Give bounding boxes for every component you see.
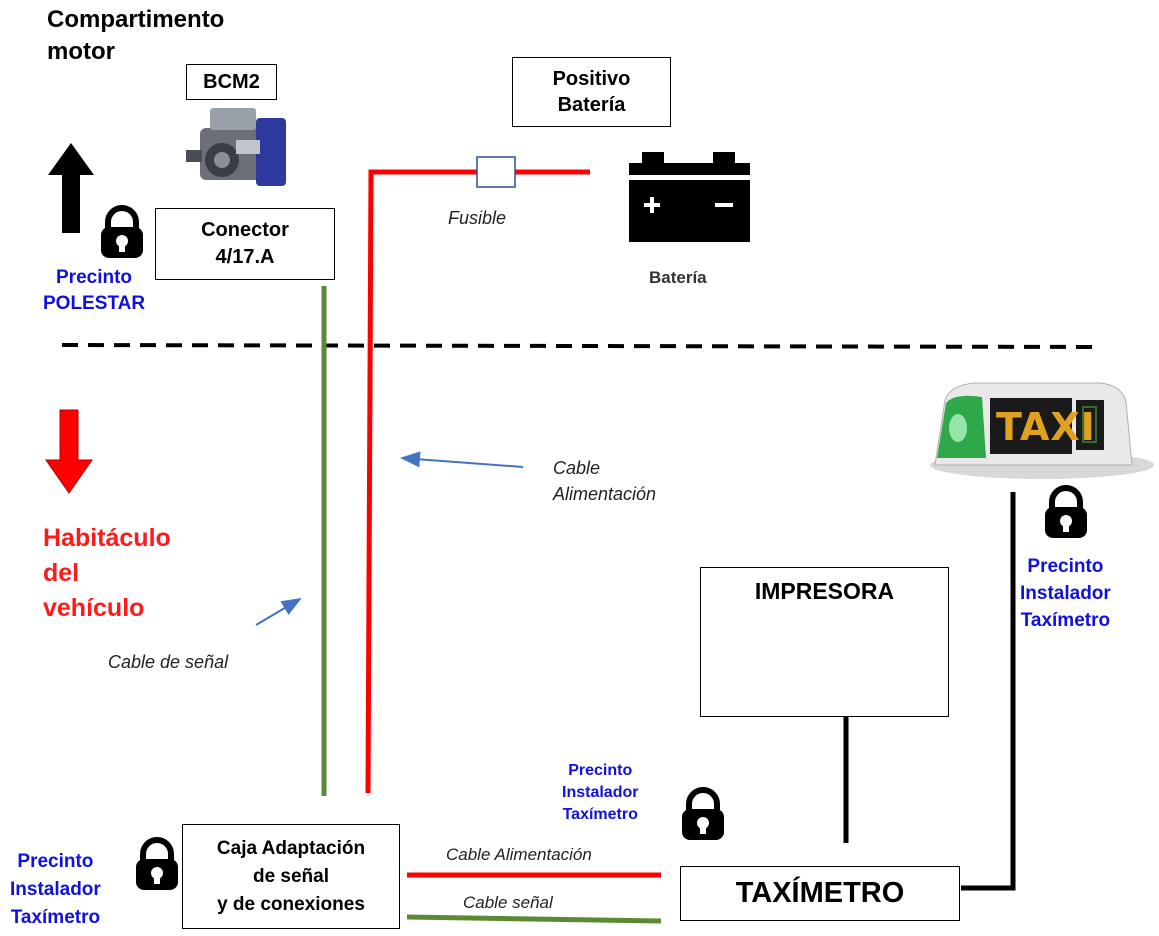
bcm2-label: BCM2 (186, 64, 277, 100)
seal-installer-light-label: Precinto Instalador Taxímetro (1020, 556, 1111, 631)
zone-divider (61, 343, 1101, 349)
battery-label: Batería (649, 268, 707, 287)
taxi-light-icon (930, 382, 1154, 479)
cabin-zone-label: Habitáculo del vehículo (43, 524, 171, 622)
lock-icon-light (1045, 485, 1087, 538)
fuse-symbol (476, 156, 516, 188)
battery-icon (629, 152, 750, 242)
power-cable-label: Cable Alimentación (553, 458, 657, 504)
bcm2-module-image (186, 108, 286, 186)
taximeter-label: TAXÍMETRO (680, 866, 960, 921)
lock-icon-bottom-left (136, 837, 178, 890)
taxi-sign-text: TAXI (996, 405, 1096, 449)
signal-cable-label: Cable de señal (108, 652, 229, 672)
printer-label: IMPRESORA (754, 578, 895, 604)
signal-cable-bottom-label: Cable señal (463, 893, 553, 912)
seal-installer-middle-label: Precinto Instalador Taxímetro (562, 762, 639, 823)
lock-icon-middle (682, 787, 724, 840)
connector-label: Conector 4/17.A (155, 208, 335, 280)
engine-arrow-icon (48, 143, 94, 233)
signal-cable-pointer (255, 597, 302, 626)
signal-wire-bottom (406, 914, 662, 924)
power-cable-bottom-label: Cable Alimentación (446, 845, 592, 864)
light-wire (961, 492, 1016, 891)
lock-icon-polestar (101, 205, 143, 258)
fuse-label: Fusible (448, 208, 507, 228)
cabin-arrow-icon (45, 409, 93, 494)
power-cable-pointer (400, 451, 524, 468)
seal-installer-bottom-left-label: Precinto Instalador Taxímetro (10, 851, 101, 928)
power-wire (365, 169, 477, 794)
engine-zone-label: Compartimento motor (47, 6, 225, 65)
seal-polestar-label: Precinto POLESTAR (43, 267, 146, 314)
battery-positive-label: Positivo Batería (512, 57, 671, 127)
adapter-box-label: Caja Adaptación de señal y de conexiones (182, 824, 400, 929)
printer-box: IMPRESORA (700, 567, 949, 717)
